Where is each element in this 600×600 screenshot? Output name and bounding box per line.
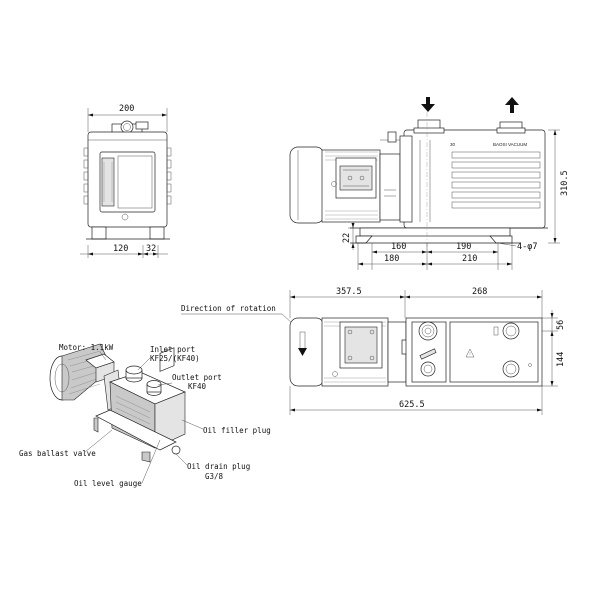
- label-oil-drain-spec: G3/8: [205, 472, 224, 481]
- dim-357-5: 357.5: [336, 287, 362, 297]
- dim-120: 120: [113, 244, 128, 254]
- label-motor: Motor: 1.1kW: [59, 343, 114, 352]
- model-number: 30: [450, 142, 456, 147]
- label-gas-ballast: Gas ballast valve: [19, 449, 96, 458]
- dim-56: 56: [556, 320, 566, 330]
- direction-label: Direction of rotation: [181, 304, 276, 313]
- dim-180: 180: [384, 254, 399, 264]
- front-view: 200: [80, 104, 172, 258]
- dim-32: 32: [146, 244, 156, 254]
- label-oil-level: Oil level gauge: [74, 479, 142, 488]
- outlet-arrow-icon: [505, 97, 519, 113]
- label-inlet-port: Inlet port: [150, 345, 195, 354]
- label-inlet-spec: KF25/(KF40): [150, 354, 200, 363]
- label-oil-drain: Oil drain plug: [187, 462, 250, 471]
- isometric-view: Motor: 1.1kW Inlet port KF25/(KF40) Outl…: [19, 343, 271, 488]
- dim-144: 144: [556, 352, 566, 367]
- dim-210: 210: [462, 254, 477, 264]
- dim-310-5: 310.5: [560, 170, 570, 196]
- inlet-arrow-icon: [421, 97, 435, 112]
- label-outlet-spec: KF40: [188, 382, 207, 391]
- brand-label: BAOSI VACUUM: [493, 142, 527, 147]
- dim-190: 190: [456, 242, 471, 252]
- dim-160: 160: [391, 242, 406, 252]
- dim-200: 200: [119, 104, 134, 114]
- side-view: 30 BAOSI VACUUM 310.5 22: [289, 97, 570, 270]
- label-outlet-port: Outlet port: [172, 373, 222, 382]
- top-view: 357.5 268 Direction of rotation: [181, 287, 566, 415]
- dim-625-5: 625.5: [399, 400, 425, 410]
- rotation-arrow-icon: [298, 331, 307, 356]
- dim-holes: 4-φ7: [517, 242, 537, 252]
- label-oil-filler: Oil filler plug: [203, 426, 271, 435]
- dim-22: 22: [342, 233, 352, 243]
- dim-268: 268: [472, 287, 487, 297]
